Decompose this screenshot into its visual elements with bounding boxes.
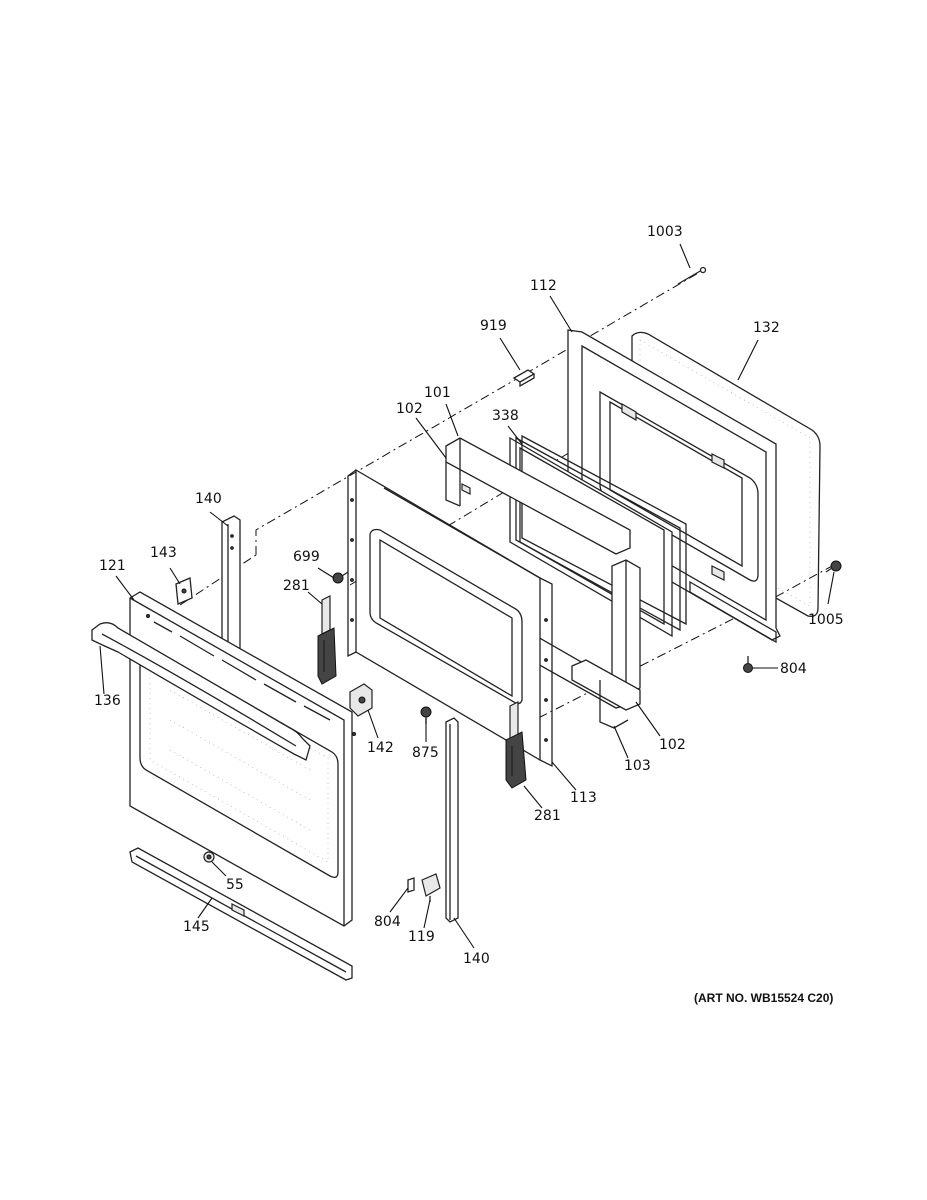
screw-699 xyxy=(332,571,349,584)
door-stop-919 xyxy=(512,369,536,388)
leader-132 xyxy=(737,339,759,381)
bracket-119 xyxy=(421,873,441,902)
door-channel-140-bottom xyxy=(445,717,459,923)
leader-101 xyxy=(445,403,459,437)
screw-804-right xyxy=(743,656,753,673)
callout-113: 113 xyxy=(570,790,597,806)
leader-142 xyxy=(367,709,379,739)
bottom-insulation-103 xyxy=(571,659,641,729)
callout-875: 875 xyxy=(412,745,439,761)
callout-102-top: 102 xyxy=(396,401,423,417)
callout-145: 145 xyxy=(183,919,210,935)
callout-112: 112 xyxy=(530,278,557,294)
leader-136 xyxy=(99,645,105,695)
leader-804-bottom xyxy=(389,887,409,913)
inner-door-panel-112 xyxy=(567,329,781,644)
leader-55 xyxy=(211,861,227,877)
callout-136: 136 xyxy=(94,693,121,709)
screw-1005 xyxy=(825,560,842,573)
callout-55: 55 xyxy=(226,877,244,893)
leader-281-right xyxy=(523,785,543,809)
callout-132: 132 xyxy=(753,320,780,336)
callout-103: 103 xyxy=(624,758,651,774)
leader-1005 xyxy=(827,571,835,605)
leader-281-left xyxy=(307,591,323,605)
leader-119 xyxy=(423,899,431,929)
callout-101: 101 xyxy=(424,385,451,401)
leader-121 xyxy=(115,575,135,601)
leader-1003 xyxy=(679,243,691,269)
bracket-143 xyxy=(175,577,193,605)
side-insulation-102 xyxy=(611,559,641,697)
leader-112 xyxy=(549,295,573,333)
callout-804-bottom: 804 xyxy=(374,914,401,930)
alignment-line-connector xyxy=(179,554,257,606)
callout-119: 119 xyxy=(408,929,435,945)
screw-1003 xyxy=(677,266,707,285)
callout-143: 143 xyxy=(150,545,177,561)
leader-103 xyxy=(613,725,629,759)
callout-102-bottom: 102 xyxy=(659,737,686,753)
alignment-line-top xyxy=(255,271,701,555)
art-number: (ART NO. WB15524 C20) xyxy=(694,991,834,1005)
screw-804-bottom xyxy=(407,877,415,893)
hinge-281-left xyxy=(317,595,337,685)
door-frame-113 xyxy=(347,468,553,768)
leader-113 xyxy=(551,761,577,791)
leader-145 xyxy=(197,897,213,919)
callout-699: 699 xyxy=(293,549,320,565)
callout-142: 142 xyxy=(367,740,394,756)
badge-55 xyxy=(203,851,215,863)
callout-281-left: 281 xyxy=(283,578,310,594)
leader-102-top xyxy=(415,417,447,459)
bottom-trim-145 xyxy=(129,847,353,981)
leader-699 xyxy=(317,567,335,579)
leader-338 xyxy=(507,425,523,445)
hinge-receptacle-142 xyxy=(349,683,373,717)
callout-919: 919 xyxy=(480,318,507,334)
leader-102-bottom xyxy=(635,701,661,737)
leader-140-left xyxy=(209,511,229,527)
leader-143 xyxy=(169,567,181,585)
door-channel-140-left xyxy=(221,515,241,655)
callout-121: 121 xyxy=(99,558,126,574)
callout-140-bottom: 140 xyxy=(463,951,490,967)
leader-919 xyxy=(499,337,521,371)
callout-281-right: 281 xyxy=(534,808,561,824)
hinge-281-right xyxy=(505,701,527,789)
callout-338: 338 xyxy=(492,408,519,424)
door-handle-136 xyxy=(91,622,311,761)
callout-804-right: 804 xyxy=(780,661,807,677)
callout-1005: 1005 xyxy=(808,612,844,628)
callout-1003: 1003 xyxy=(647,224,683,240)
callout-140-left: 140 xyxy=(195,491,222,507)
leader-140-bottom xyxy=(453,917,475,949)
